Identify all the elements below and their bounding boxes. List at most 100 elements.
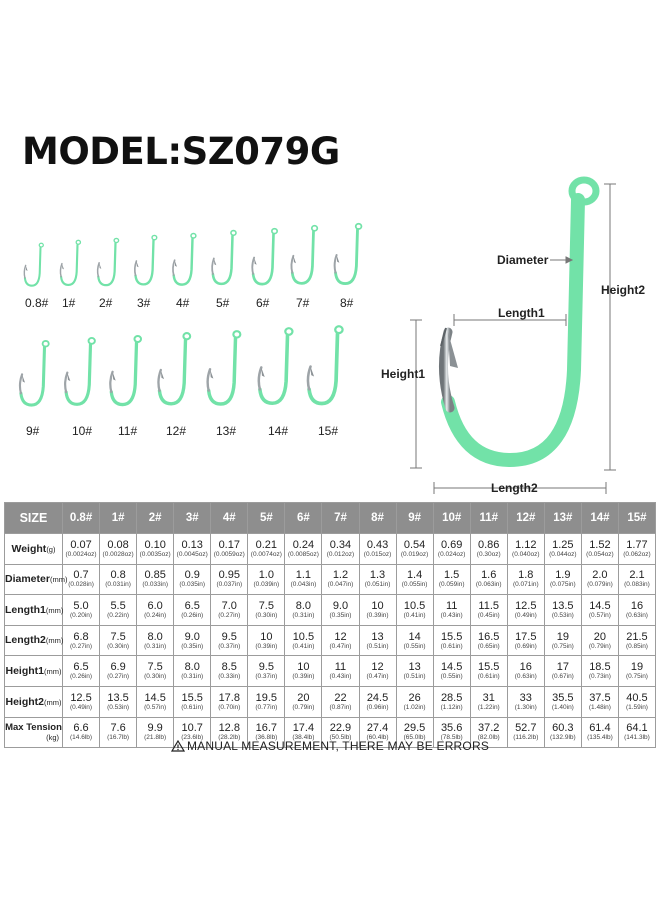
table-cell: 1.77(0.062oz) [617, 533, 657, 565]
table-cell: 15.5(0.61in) [469, 655, 508, 687]
table-cell: 12(0.47in) [321, 624, 360, 657]
height1-label: Height1 [381, 367, 426, 381]
table-cell: 7.0(0.27in) [210, 594, 249, 626]
table-cell: 61.4(135.4lb) [580, 716, 619, 749]
hook-size-icon [253, 326, 303, 417]
hook-size-icon [169, 232, 203, 295]
size-column-header: 0.8# [61, 502, 101, 534]
table-cell: 9.0(0.35in) [173, 624, 212, 657]
table-cell: 7.5(0.30in) [247, 594, 286, 626]
hook-size-icon [60, 336, 104, 417]
table-cell: 0.43(0.015oz) [358, 533, 397, 565]
table-cell: 19(0.75in) [543, 624, 582, 657]
table-cell: 6.8(0.27in) [61, 624, 101, 657]
hook-size-label: 14# [268, 424, 289, 438]
table-cell: 8.0(0.31in) [284, 594, 323, 626]
note-text: MANUAL MEASUREMENT, THERE MAY BE ERRORS [186, 739, 490, 753]
table-row: Diameter(mm)0.7(0.028in)0.8(0.031in)0.85… [4, 563, 657, 596]
table-cell: 16.7(36.8lb) [247, 716, 286, 749]
table-cell: 0.8(0.031in) [99, 563, 138, 596]
table-cell: 5.5(0.22in) [99, 594, 138, 626]
table-cell: 20(0.79in) [284, 685, 323, 718]
table-cell: 0.21(0.0074oz) [247, 533, 286, 565]
table-cell: 19.5(0.77in) [247, 685, 286, 718]
table-cell: 14.5(0.55in) [432, 655, 471, 687]
table-header-row: SIZE 0.8#1#2#3#4#5#6#7#8#9#10#11#12#13#1… [4, 502, 657, 534]
hook-size-label: 7# [296, 296, 310, 310]
table-cell: 27.4(60.4lb) [358, 716, 397, 749]
hook-size-label: 12# [166, 424, 187, 438]
table-cell: 10(0.39in) [284, 655, 323, 687]
hook-size-icon [94, 237, 125, 295]
hook-size-icon [208, 229, 243, 295]
length2-label: Length2 [491, 481, 538, 495]
table-row: Weight(g)0.07(0.0024oz)0.08(0.0028oz)0.1… [4, 533, 657, 565]
height2-label: Height2 [601, 283, 646, 297]
table-cell: 8.5(0.33in) [210, 655, 249, 687]
table-cell: 31(1.22in) [469, 685, 508, 718]
row-label: Diameter(mm) [4, 563, 67, 596]
table-cell: 12.5(0.49in) [61, 685, 101, 718]
table-cell: 37.5(1.48in) [580, 685, 619, 718]
hook-size-icon [153, 331, 200, 417]
table-cell: 0.7(0.028in) [61, 563, 101, 596]
diameter-label: Diameter [497, 253, 549, 267]
size-column-header: 6# [284, 502, 323, 534]
table-row: Height1(mm)6.5(0.26in)6.9(0.27in)7.5(0.3… [4, 655, 657, 687]
table-cell: 0.24(0.0085oz) [284, 533, 323, 565]
hook-size-icon [105, 334, 150, 417]
table-cell: 1.25(0.044oz) [543, 533, 582, 565]
hook-size-icon [15, 339, 57, 417]
size-column-header: 14# [580, 502, 619, 534]
table-cell: 14.5(0.57in) [580, 594, 619, 626]
table-row: Height2(mm)12.5(0.49in)13.5(0.53in)14.5(… [4, 685, 657, 718]
table-cell: 1.8(0.071in) [506, 563, 545, 596]
hook-size-label: 8# [340, 296, 354, 310]
table-cell: 1.1(0.043in) [284, 563, 323, 596]
table-cell: 11(0.43in) [321, 655, 360, 687]
table-cell: 2.0(0.079in) [580, 563, 619, 596]
table-cell: 0.54(0.019oz) [395, 533, 434, 565]
table-cell: 0.69(0.024oz) [432, 533, 471, 565]
row-label: Length2(mm) [4, 624, 63, 657]
table-cell: 28.5(1.12in) [432, 685, 471, 718]
hook-size-label: 6# [256, 296, 270, 310]
table-cell: 64.1(141.3lb) [617, 716, 657, 749]
table-cell: 33(1.30in) [506, 685, 545, 718]
table-cell: 12.5(0.49in) [506, 594, 545, 626]
table-cell: 40.5(1.59in) [617, 685, 657, 718]
size-column-header: 2# [136, 502, 175, 534]
table-cell: 11(0.43in) [432, 594, 471, 626]
table-cell: 17(0.67in) [543, 655, 582, 687]
table-cell: 10.5(0.41in) [284, 624, 323, 657]
size-header: SIZE [4, 502, 63, 534]
size-column-header: 10# [432, 502, 471, 534]
table-cell: 1.52(0.054oz) [580, 533, 619, 565]
table-cell: 1.6(0.063in) [469, 563, 508, 596]
hook-size-icon [287, 224, 325, 295]
table-cell: 1.5(0.059in) [432, 563, 471, 596]
hook-size-icon [330, 222, 370, 295]
hook-point-icon [438, 327, 455, 413]
hook-shank-icon [441, 193, 585, 468]
table-cell: 15.5(0.61in) [432, 624, 471, 657]
hook-size-label: 2# [99, 296, 113, 310]
hook-size-gallery: 0.8# 1# 2# 3# 4# 5# [15, 222, 370, 438]
warning-icon [170, 739, 186, 752]
size-column-header: 7# [321, 502, 360, 534]
table-cell: 1.4(0.055in) [395, 563, 434, 596]
row-label: Weight(g) [4, 533, 63, 565]
table-cell: 0.34(0.012oz) [321, 533, 360, 565]
table-cell: 10(0.39in) [358, 594, 397, 626]
size-column-header: 8# [358, 502, 397, 534]
table-cell: 0.17(0.0059oz) [210, 533, 249, 565]
table-cell: 9.5(0.37in) [247, 655, 286, 687]
table-cell: 13(0.51in) [358, 624, 397, 657]
table-cell: 19(0.75in) [617, 655, 657, 687]
hook-size-icon [21, 242, 49, 295]
table-cell: 21.5(0.85in) [617, 624, 657, 657]
table-cell: 10(0.39in) [247, 624, 286, 657]
table-cell: 9.5(0.37in) [210, 624, 249, 657]
table-cell: 7.5(0.30in) [99, 624, 138, 657]
table-cell: 0.86(0.30oz) [469, 533, 508, 565]
